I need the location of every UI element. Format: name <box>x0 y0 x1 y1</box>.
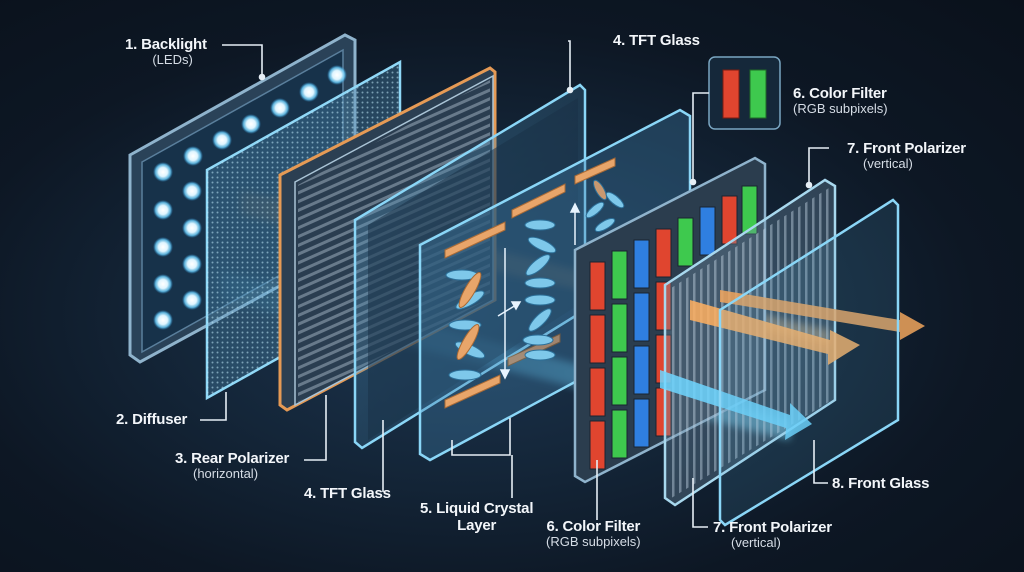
label-title: 4. TFT Glass <box>613 32 700 49</box>
label-diffuser: 2. Diffuser <box>116 411 187 428</box>
label-subtitle: (LEDs) <box>152 52 193 68</box>
label-title: 4. TFT Glass <box>304 485 391 502</box>
label-front-polarizer-bottom: 7. Front Polarizer (vertical) <box>713 519 832 551</box>
label-front-polarizer-top: 7. Front Polarizer (vertical) <box>847 140 966 172</box>
label-title: 6. Color Filter <box>546 518 641 535</box>
label-subtitle: (RGB subpixels) <box>793 101 888 117</box>
label-color-filter-top: 6. Color Filter (RGB subpixels) <box>793 85 888 117</box>
front-glass-panel <box>718 198 900 527</box>
arrow-icon <box>497 202 581 380</box>
label-rear-polarizer: 3. Rear Polarizer (horizontal) <box>175 450 289 482</box>
label-front-glass: 8. Front Glass <box>832 475 929 492</box>
label-subtitle: (horizontal) <box>193 466 259 482</box>
label-subtitle: (vertical) <box>863 156 913 172</box>
output-light-arrows <box>660 290 925 440</box>
leader-lines <box>200 40 829 528</box>
label-subtitle: (RGB subpixels) <box>546 534 641 550</box>
label-title: 7. Front Polarizer <box>713 519 832 536</box>
color-filter-inset <box>708 56 781 130</box>
label-color-filter-bottom: 6. Color Filter (RGB subpixels) <box>546 518 641 550</box>
label-title: 6. Color Filter <box>793 85 887 102</box>
label-tft-glass-bottom: 4. TFT Glass <box>304 485 391 502</box>
liquid-crystal-molecule-icon <box>445 179 625 381</box>
label-backlight: 1. Backlight (LEDs) <box>125 36 207 68</box>
label-title: 8. Front Glass <box>832 475 930 492</box>
label-subtitle: (vertical) <box>731 535 781 551</box>
label-title: 2. Diffuser <box>116 411 188 428</box>
led-array-icon <box>153 65 347 330</box>
label-title: 5. Liquid Crystal <box>420 500 534 517</box>
label-title: 1. Backlight <box>125 36 207 53</box>
label-title: 3. Rear Polarizer <box>175 450 290 467</box>
label-title: 7. Front Polarizer <box>847 140 966 157</box>
label-tft-glass-top: 4. TFT Glass <box>613 32 700 49</box>
label-liquid-crystal: 5. Liquid Crystal Layer <box>420 500 533 535</box>
label-title-line2: Layer <box>457 517 497 535</box>
